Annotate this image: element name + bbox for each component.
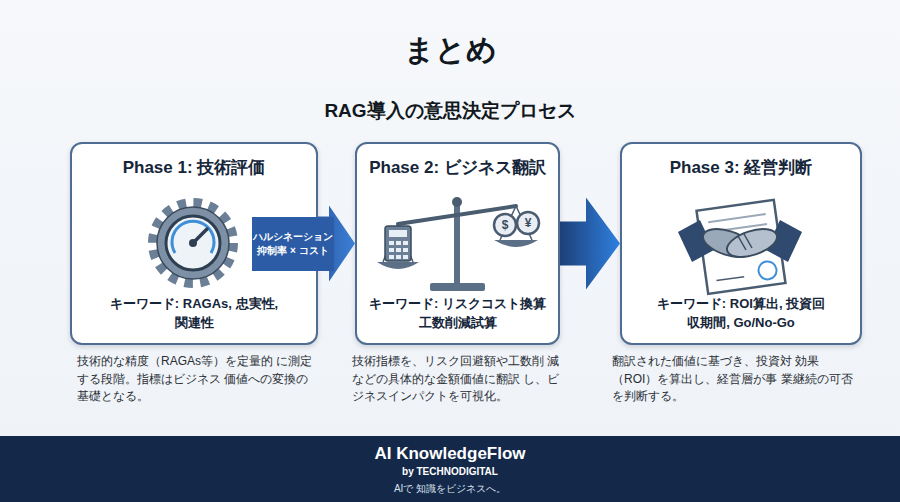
phase-card: Phase 2: ビジネス翻訳キーワード: リスクコスト換算 工数削減試算技術指… [355, 142, 560, 345]
phase-heading: Phase 1: 技術評価 [72, 156, 316, 179]
currency-symbol: $ [497, 218, 513, 232]
phase-description: 技術的な精度（RAGAs等）を定量的 に測定する段階。指標はビジネス 価値への変… [77, 353, 317, 406]
phase-description: 技術指標を、リスク回避額や工数削 減などの具体的な金額価値に翻訳 し、ビジネスイ… [352, 353, 564, 406]
flow-arrow [560, 198, 620, 290]
brand-byline: by TECHNODIGITAL [0, 466, 900, 477]
tagline: AIで 知識をビジネスへ。 [0, 482, 900, 496]
brand-name: AI KnowledgeFlow [0, 444, 900, 464]
edge-label: ハルシネーション 抑制率 × コスト [252, 217, 334, 271]
phase-card: Phase 3: 経営判断キーワード: ROI算出, 投資回収期間, Go/No… [620, 142, 862, 345]
phase-heading: Phase 2: ビジネス翻訳 [357, 156, 558, 179]
keyword-text: キーワード: ROI算出, 投資回収期間, Go/No-Go [651, 294, 831, 332]
phase-heading: Phase 3: 経営判断 [622, 156, 860, 179]
footer-band: AI KnowledgeFlow by TECHNODIGITAL AIで 知識をビ… [0, 436, 900, 502]
currency-symbol: ¥ [520, 216, 536, 230]
phase-description: 翻訳された価値に基づき、投資対 効果（ROI）を算出し、経営層が事 業継続の可否… [612, 353, 862, 406]
subtitle: RAG導入の意思決定プロセス [0, 100, 900, 121]
keyword-text: キーワード: RAGAs, 忠実性, 関連性 [109, 294, 279, 332]
slide-title: まとめ [0, 30, 900, 71]
keyword-text: キーワード: リスクコスト換算 工数削減試算 [365, 294, 550, 332]
